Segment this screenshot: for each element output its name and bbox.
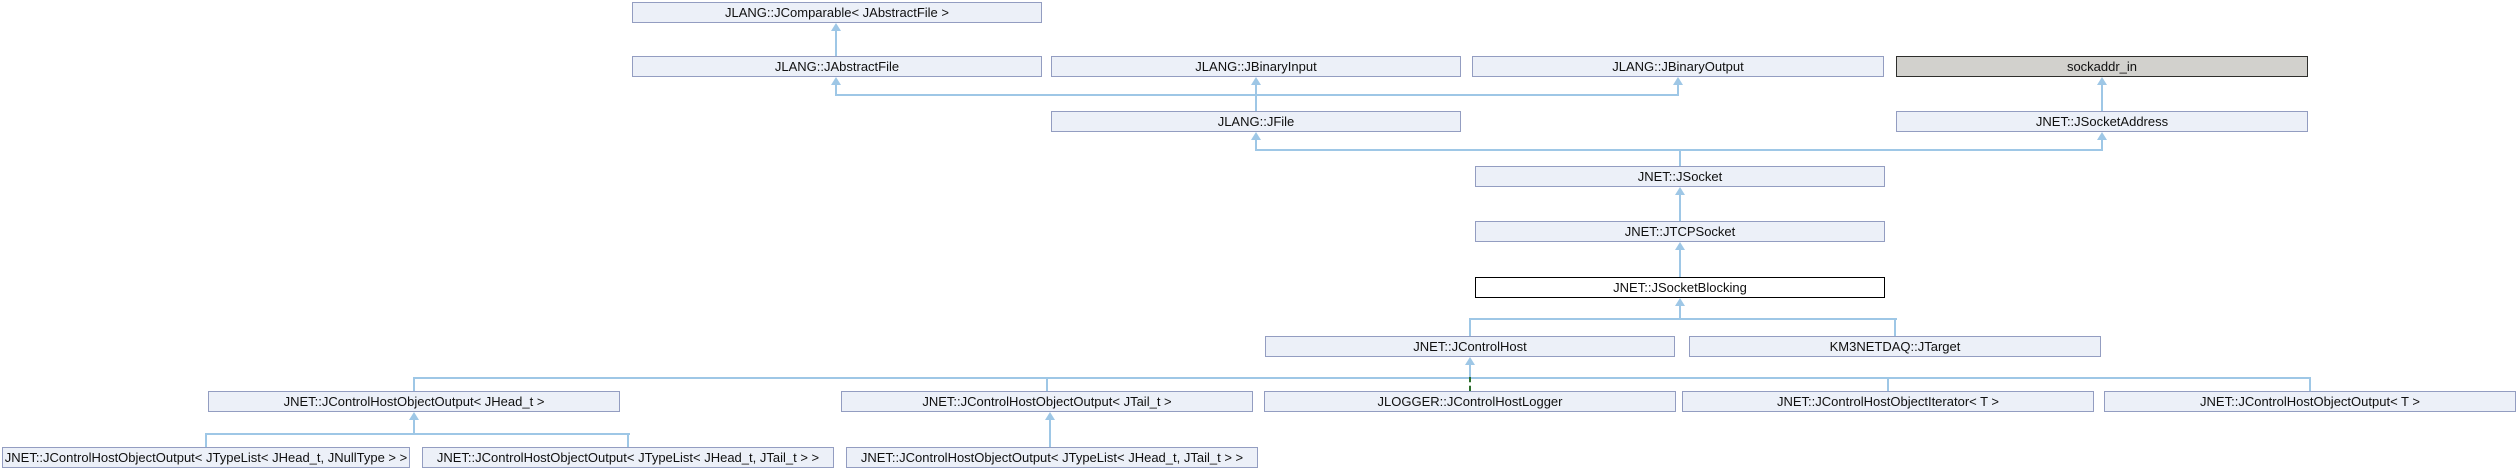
edge-arrowhead [1675,298,1685,306]
edge-line [205,433,630,435]
edge-arrowhead [1675,242,1685,250]
edge-line [1679,306,1681,318]
class-node-jchoi-t[interactable]: JNET::JControlHostObjectIterator< T > [1682,391,2094,412]
edge-line [835,94,1679,96]
class-node-jtcpsocket[interactable]: JNET::JTCPSocket [1475,221,1885,242]
edge-line [1046,377,1048,391]
edge-line [1049,420,1051,447]
edge-arrowhead [1045,412,1055,420]
edge-line [1469,365,1471,377]
class-node-sockaddr-in: sockaddr_in [1896,56,2308,77]
edge-line [205,433,207,447]
edge-line [1677,85,1679,94]
class-node-jchoo-typelist-null[interactable]: JNET::JControlHostObjectOutput< JTypeLis… [2,447,410,468]
edge-arrowhead [831,23,841,31]
class-node-jbinaryinput[interactable]: JLANG::JBinaryInput [1051,56,1461,77]
class-node-jchoo-typelist-tail-a[interactable]: JNET::JControlHostObjectOutput< JTypeLis… [422,447,834,468]
class-node-jsocketaddress[interactable]: JNET::JSocketAddress [1896,111,2308,132]
class-node-jchoo-jtail[interactable]: JNET::JControlHostObjectOutput< JTail_t … [841,391,1253,412]
class-node-jfile[interactable]: JLANG::JFile [1051,111,1461,132]
class-node-jbinaryoutput[interactable]: JLANG::JBinaryOutput [1472,56,1884,77]
edge-line [1894,318,1896,336]
edge-line [835,85,837,94]
edge-arrowhead [2097,132,2107,140]
edge-arrowhead [1251,132,1261,140]
edge-line-protected [1469,377,1471,391]
class-node-jcontrolhostlogger[interactable]: JLOGGER::JControlHostLogger [1264,391,1676,412]
edge-line [1679,149,1681,166]
edge-arrowhead [831,77,841,85]
class-node-jtarget[interactable]: KM3NETDAQ::JTarget [1689,336,2101,357]
edge-line [1255,94,1257,111]
edge-line [1679,250,1681,277]
class-node-jabstractfile[interactable]: JLANG::JAbstractFile [632,56,1042,77]
edge-line [627,433,629,447]
edge-line [2309,377,2311,391]
class-node-jcontrolhost[interactable]: JNET::JControlHost [1265,336,1675,357]
edge-arrowhead [1673,77,1683,85]
edge-line [413,377,415,391]
edge-arrowhead [1251,77,1261,85]
edge-line [2101,85,2103,111]
edge-line [2101,140,2103,149]
edge-line [1679,195,1681,221]
edge-line [835,31,837,56]
edge-line [1255,140,1257,149]
class-node-jsocket[interactable]: JNET::JSocket [1475,166,1885,187]
class-node-jchoo-typelist-tail-b[interactable]: JNET::JControlHostObjectOutput< JTypeLis… [846,447,1258,468]
class-node-jcomparable[interactable]: JLANG::JComparable< JAbstractFile > [632,2,1042,23]
class-node-jchoo-jhead[interactable]: JNET::JControlHostObjectOutput< JHead_t … [208,391,620,412]
edge-arrowhead [1465,357,1475,365]
edge-line [1887,377,1889,391]
edge-arrowhead [409,412,419,420]
edge-arrowhead [2097,77,2107,85]
edge-line [413,377,2311,379]
class-node-jsocketblocking: JNET::JSocketBlocking [1475,277,1885,298]
edge-line [1255,85,1257,94]
edge-line [1469,318,1471,336]
edge-line [1469,318,1897,320]
edge-arrowhead [1675,187,1685,195]
class-node-jchoo-t[interactable]: JNET::JControlHostObjectOutput< T > [2104,391,2516,412]
edge-line [413,420,415,433]
